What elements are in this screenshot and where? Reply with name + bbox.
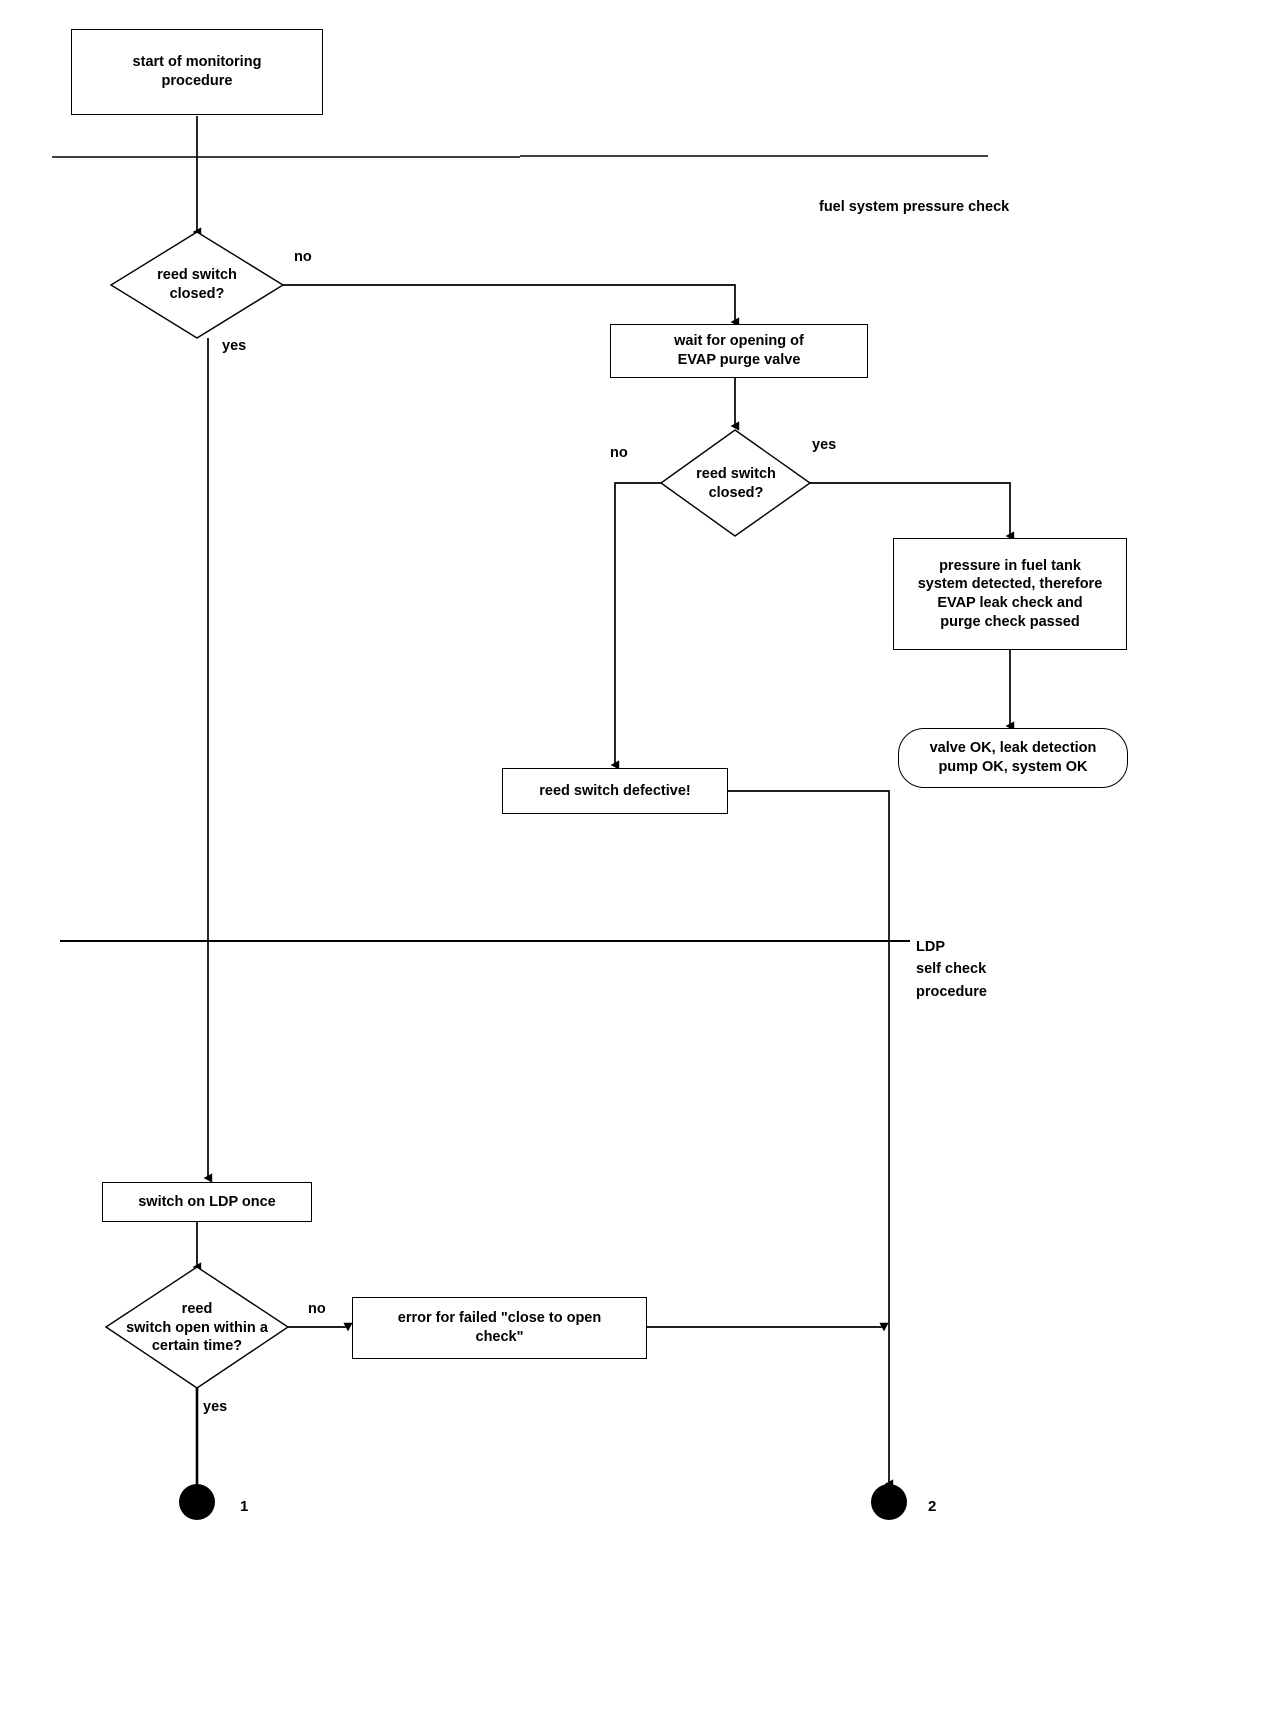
node-wait-for-opening-evap-purge-valve[interactable]: wait for opening of EVAP purge valve	[610, 324, 868, 378]
node-error-for-failed-close-to-open-check[interactable]: error for failed "close to open check"	[352, 1297, 647, 1359]
edge-label-reed2-no: no	[610, 445, 628, 461]
edge-label-reed1-yes: yes	[222, 338, 247, 354]
end-marker-2	[871, 1484, 907, 1520]
node-pressure-in-fuel-tank-detected[interactable]: pressure in fuel tank system detected, t…	[893, 538, 1127, 650]
end-marker-label-1: 1	[240, 1498, 249, 1515]
edge-reed2-yes-to-pressure	[810, 482, 1015, 541]
node-start-of-monitoring-procedure[interactable]: start of monitoring procedure	[71, 29, 323, 115]
edge-label-reed3-yes: yes	[203, 1399, 228, 1415]
decision-shape-reed1	[109, 231, 285, 339]
edge-reed2-no-to-defective	[610, 482, 661, 770]
swimlane-label-fuel-system-pressure-check: fuel system pressure check	[819, 199, 1010, 215]
edge-reed1-no-to-wait	[283, 284, 740, 327]
end-marker-label-2: 2	[928, 1498, 937, 1515]
node-reed-switch-defective[interactable]: reed switch defective!	[502, 768, 728, 814]
end-marker-1	[179, 1484, 215, 1520]
decision-shape-reed3	[104, 1266, 290, 1389]
edge-label-reed3-no: no	[308, 1301, 326, 1317]
swimlane-label-ldp-self-check-procedure: LDP self check procedure	[916, 939, 987, 1000]
edge-label-reed2-yes: yes	[812, 437, 837, 453]
node-valve-ok-system-ok[interactable]: valve OK, leak detection pump OK, system…	[898, 728, 1128, 788]
node-switch-on-ldp-once[interactable]: switch on LDP once	[102, 1182, 312, 1222]
edge-defective-to-end2	[728, 790, 894, 1489]
decision-shape-reed2	[659, 429, 812, 537]
edge-label-reed1-no: no	[294, 249, 312, 265]
